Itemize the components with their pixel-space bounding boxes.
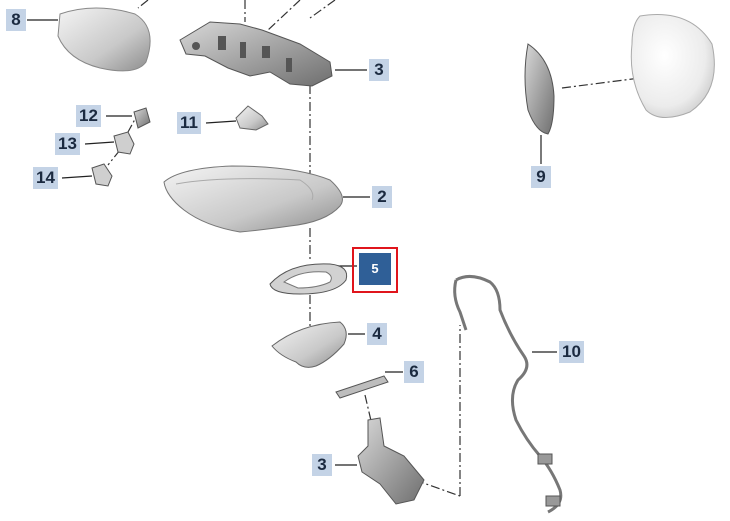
part-bracket-11[interactable] [235, 105, 269, 131]
callout-13[interactable]: 13 [55, 133, 80, 155]
callout-12[interactable]: 12 [76, 105, 101, 127]
callout-8[interactable]: 8 [6, 9, 26, 31]
part-strip[interactable] [335, 375, 389, 399]
part-turn-signal[interactable] [524, 43, 555, 135]
callout-10[interactable]: 10 [559, 341, 584, 363]
part-mirror-base-bracket[interactable] [179, 21, 333, 87]
callout-11[interactable]: 11 [177, 112, 201, 134]
part-clip-13[interactable] [113, 131, 135, 155]
callout-5-selected[interactable]: 5 [359, 253, 391, 285]
part-wiring-harness[interactable] [453, 275, 563, 514]
part-mirror-housing[interactable] [630, 14, 715, 118]
leader-lines [27, 19, 557, 466]
part-arm-assembly[interactable] [357, 417, 425, 505]
callout-3-top[interactable]: 3 [369, 59, 389, 81]
part-clip-12[interactable] [133, 107, 151, 129]
part-lower-cover[interactable] [271, 321, 347, 368]
part-mirror-cover[interactable] [163, 165, 343, 233]
callout-6[interactable]: 6 [404, 361, 424, 383]
callout-4[interactable]: 4 [367, 323, 387, 345]
callout-14[interactable]: 14 [33, 167, 58, 189]
callout-2[interactable]: 2 [372, 186, 392, 208]
part-mirror-glass[interactable] [57, 7, 151, 72]
part-trim-ring[interactable] [269, 263, 348, 295]
callout-3-bottom[interactable]: 3 [312, 454, 332, 476]
part-clip-14[interactable] [91, 163, 113, 187]
selected-part-highlight [352, 247, 398, 293]
callout-9[interactable]: 9 [531, 166, 551, 188]
